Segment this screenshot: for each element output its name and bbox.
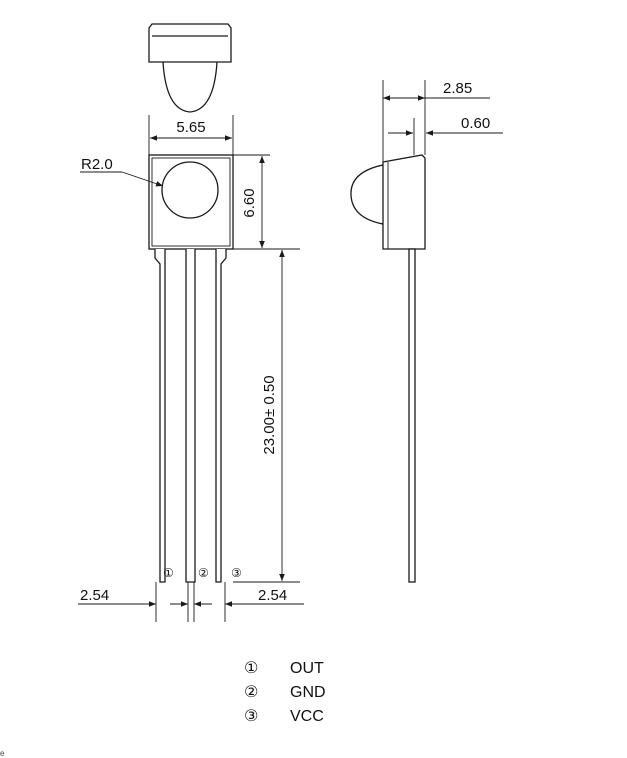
side-view-lead	[408, 248, 416, 583]
pin-1-lead	[154, 249, 166, 583]
body-height-label: 6.60	[241, 188, 258, 217]
front-view-lens	[161, 161, 219, 219]
side-view-body	[382, 154, 426, 250]
side-view-lens	[350, 164, 384, 225]
front-view-body	[148, 154, 234, 250]
pin-2-lead	[185, 249, 196, 583]
top-view-lens	[162, 61, 218, 113]
lens-radius-leader	[121, 171, 164, 187]
top-view-body	[148, 23, 232, 63]
top-view	[148, 23, 232, 113]
front-view: ① ② ③ 5.65 6.60 R2.0 23.00± 0.50 2.54 2.…	[78, 115, 304, 622]
lens-radius-label: R2.0	[81, 156, 113, 173]
pin-legend: ① OUT ② GND ③ VCC	[244, 658, 326, 725]
pin-3-number: ③	[231, 566, 242, 580]
pin-3-lead	[215, 249, 227, 583]
pitch-right-label: 2.54	[258, 587, 287, 604]
lead-length-label: 23.00± 0.50	[261, 375, 278, 454]
side-view: 2.85 0.60	[350, 80, 503, 583]
legend-pin-1-name: OUT	[290, 660, 324, 677]
side-depth-label: 2.85	[443, 80, 472, 97]
body-width-label: 5.65	[176, 119, 205, 136]
pitch-left-label: 2.54	[80, 587, 109, 604]
side-offset-label: 0.60	[461, 115, 490, 132]
page-corner-mark: e	[0, 749, 5, 758]
legend-pin-3-name: VCC	[290, 708, 324, 725]
legend-pin-1-number: ①	[244, 658, 258, 677]
legend-pin-3-number: ③	[244, 706, 258, 725]
legend-pin-2-number: ②	[244, 682, 258, 701]
front-view-body-inner	[151, 157, 231, 247]
pin-1-number: ①	[163, 566, 174, 580]
pin-2-number: ②	[198, 566, 209, 580]
legend-pin-2-name: GND	[290, 684, 326, 701]
